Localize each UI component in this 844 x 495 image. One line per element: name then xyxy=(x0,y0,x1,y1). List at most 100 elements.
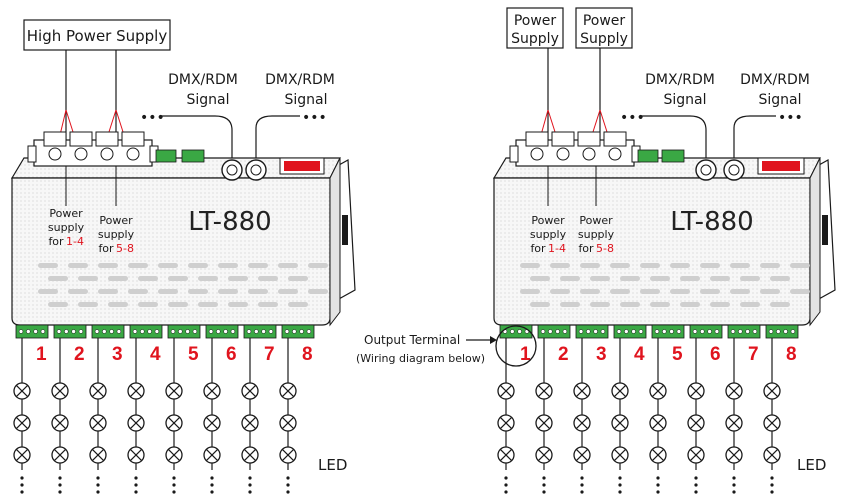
svg-text:Power: Power xyxy=(514,13,557,29)
dmx-in-label: DMX/RDM Signal xyxy=(168,72,238,108)
led-bulb xyxy=(279,382,297,400)
svg-text:for: for xyxy=(530,242,546,255)
vent-slot xyxy=(770,276,790,281)
svg-text:Supply: Supply xyxy=(511,31,559,47)
continuation-dot xyxy=(732,483,736,487)
dmx-out-label: DMX/RDM Signal xyxy=(265,72,335,108)
dmx-in-ellipsis: ••• xyxy=(620,110,645,126)
led-bulb xyxy=(89,414,107,432)
led-bulb xyxy=(649,382,667,400)
continuation-dot xyxy=(286,476,290,480)
output-terminal-7 xyxy=(243,324,277,339)
vent-slot xyxy=(520,289,540,294)
output-terminal-1 xyxy=(15,324,49,339)
led-bulb xyxy=(89,446,107,464)
led-bulb xyxy=(51,382,69,400)
channel-number-1: 1 xyxy=(520,344,531,365)
led-label: LED xyxy=(797,456,826,474)
vent-slot xyxy=(590,302,610,307)
continuation-dot xyxy=(732,490,736,494)
continuation-dot xyxy=(694,490,698,494)
vent-slot xyxy=(560,276,580,281)
led-bulb xyxy=(241,382,259,400)
continuation-dot xyxy=(656,490,660,494)
dmx-in-label: DMX/RDM Signal xyxy=(645,72,715,108)
channel-number-3: 3 xyxy=(596,344,607,365)
vent-slot xyxy=(710,302,730,307)
continuation-dot xyxy=(618,490,622,494)
output-terminal-5 xyxy=(167,324,201,339)
channel-number-8: 8 xyxy=(302,344,313,365)
vent-slot xyxy=(560,302,580,307)
output-terminal-4 xyxy=(613,324,647,339)
vent-slot xyxy=(158,289,178,294)
svg-text:DMX/RDM: DMX/RDM xyxy=(265,72,335,88)
vent-slot xyxy=(740,276,760,281)
continuation-dot xyxy=(172,483,176,487)
output-terminal-3 xyxy=(91,324,125,339)
vent-slot xyxy=(610,289,630,294)
continuation-dot xyxy=(58,483,62,487)
output-terminal-highlight xyxy=(495,325,537,367)
vent-slot xyxy=(258,276,278,281)
continuation-dot xyxy=(656,476,660,480)
vent-slot xyxy=(770,302,790,307)
vent-slot xyxy=(278,263,298,268)
dmx-in-ellipsis: ••• xyxy=(140,110,165,126)
vent-slot xyxy=(610,263,630,268)
power-terminal-block xyxy=(509,131,641,167)
continuation-dot xyxy=(770,483,774,487)
vent-slot xyxy=(38,263,58,268)
continuation-dot xyxy=(210,483,214,487)
vent-slot xyxy=(108,276,128,281)
continuation-dot xyxy=(58,490,62,494)
led-bulb xyxy=(535,382,553,400)
vent-slot xyxy=(248,289,268,294)
vent-slot xyxy=(108,302,128,307)
vent-slot xyxy=(128,263,148,268)
led-bulb xyxy=(279,414,297,432)
continuation-dot xyxy=(542,476,546,480)
vent-slot xyxy=(650,276,670,281)
model-name: LT-880 xyxy=(188,207,271,237)
vent-slot xyxy=(188,289,208,294)
led-bulb xyxy=(497,446,515,464)
svg-text:Power: Power xyxy=(531,214,565,227)
vent-slot xyxy=(650,302,670,307)
led-bulb xyxy=(497,414,515,432)
continuation-dot xyxy=(248,476,252,480)
vent-slots xyxy=(38,263,328,307)
output-terminal-6 xyxy=(205,324,239,339)
continuation-dot xyxy=(504,476,508,480)
vent-slot xyxy=(790,263,810,268)
continuation-dot xyxy=(20,476,24,480)
svg-text:Power: Power xyxy=(583,13,626,29)
power-supply-5-8-note: Power supply for 5-8 xyxy=(98,166,135,255)
output-terminal-8 xyxy=(765,324,799,339)
continuation-dot xyxy=(504,490,508,494)
svg-text:for: for xyxy=(578,242,594,255)
svg-text:1-4: 1-4 xyxy=(548,242,566,255)
dip-switch xyxy=(757,157,805,175)
svg-text:Power: Power xyxy=(579,214,613,227)
vent-slot xyxy=(138,302,158,307)
continuation-dot xyxy=(542,490,546,494)
led-bulb xyxy=(13,414,31,432)
continuation-dot xyxy=(134,483,138,487)
channel-number-6: 6 xyxy=(710,344,721,365)
vent-slot xyxy=(550,263,570,268)
led-bulb xyxy=(725,382,743,400)
vent-slot xyxy=(550,289,570,294)
output-terminal-callout: Output Terminal (Wiring diagram below) xyxy=(356,325,537,367)
svg-text:supply: supply xyxy=(530,228,567,241)
continuation-dot xyxy=(770,476,774,480)
vent-slot xyxy=(48,276,68,281)
channel-number-4: 4 xyxy=(150,344,161,365)
vent-slot xyxy=(580,289,600,294)
power-supply-box-b: Power Supply xyxy=(575,7,633,49)
svg-text:DMX/RDM: DMX/RDM xyxy=(645,72,715,88)
output-terminal-7 xyxy=(727,324,761,339)
vent-slot xyxy=(188,263,208,268)
